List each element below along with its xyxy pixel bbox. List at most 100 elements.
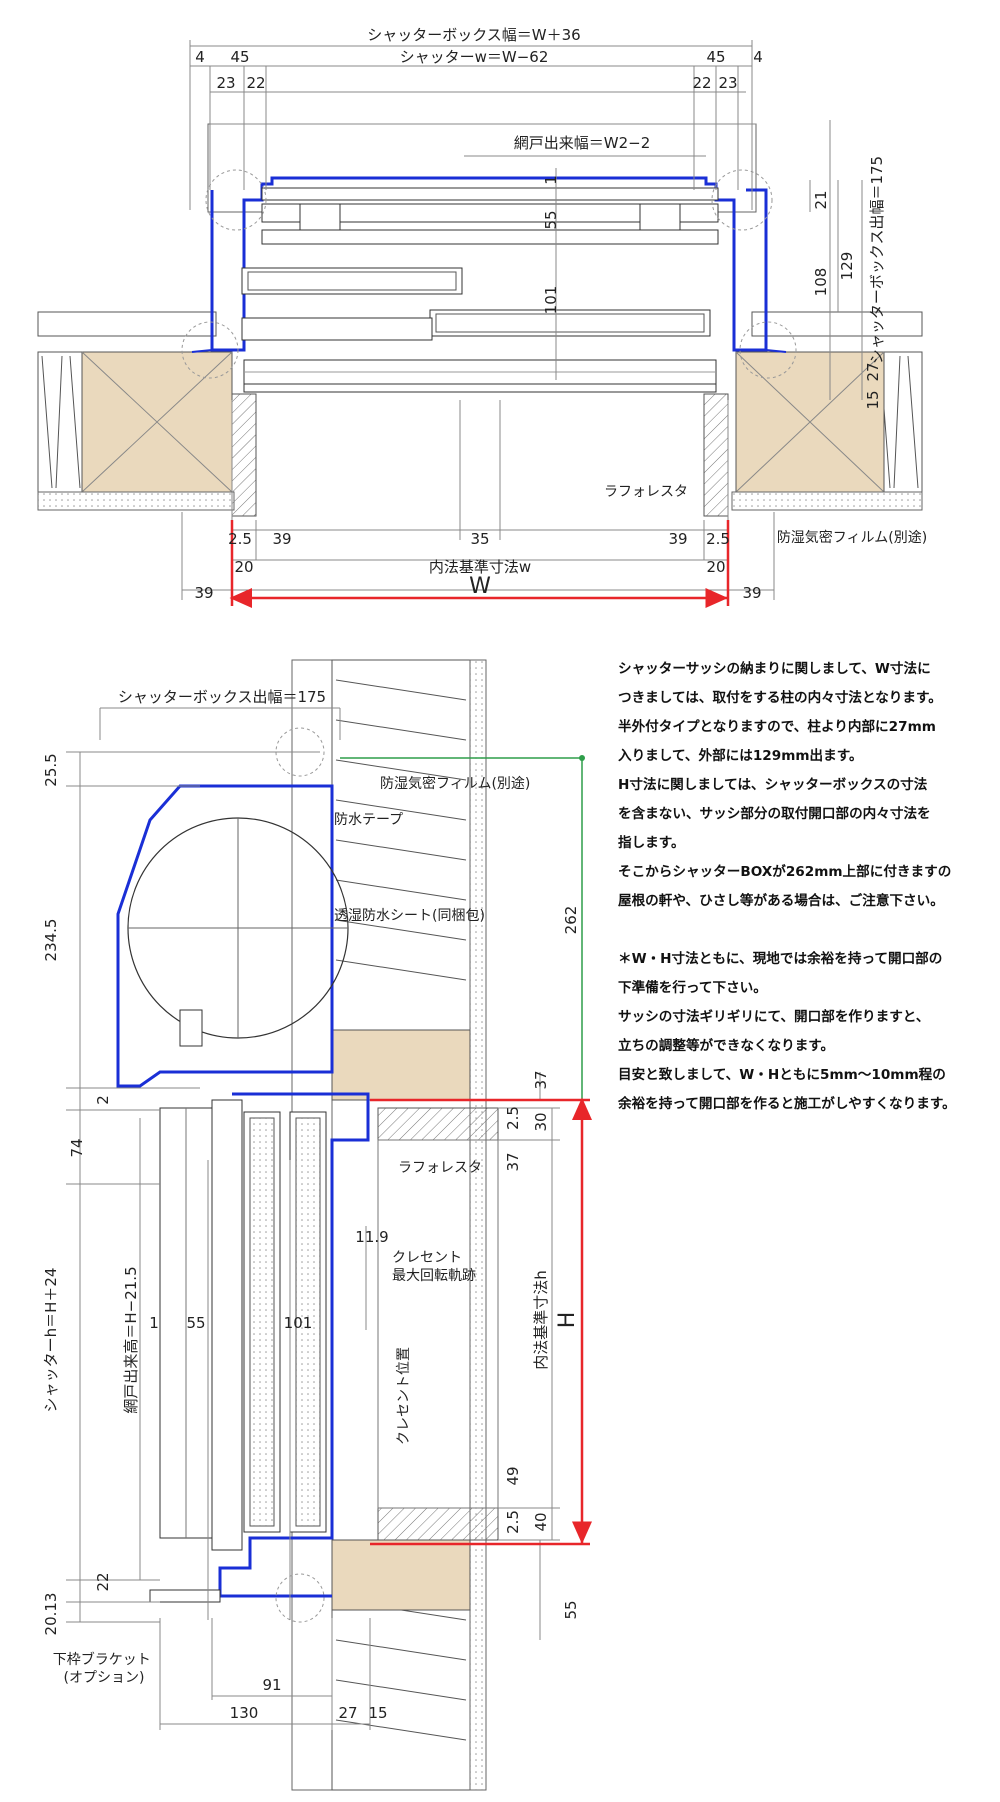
section-dim-262: 262 bbox=[562, 906, 580, 935]
section-tape-label: 防水テープ bbox=[334, 812, 403, 828]
section-dim-2-5-a: 2.5 bbox=[504, 1106, 522, 1130]
section-dim-22: 22 bbox=[94, 1572, 112, 1591]
section-header-wood bbox=[331, 1029, 471, 1101]
section-crescent-track-label: クレセント 最大回転軌跡 bbox=[392, 1250, 476, 1284]
note-line: 立ちの調整等ができなくなります。 bbox=[618, 1038, 835, 1054]
plan-dim-22-left: 22 bbox=[246, 74, 265, 92]
note-line: シャッターサッシの納まりに関しまして、W寸法に bbox=[618, 661, 931, 677]
plan-dim-101: 101 bbox=[542, 286, 560, 315]
section-dim-37-a: 37 bbox=[532, 1070, 550, 1089]
plan-dim-129: 129 bbox=[838, 252, 856, 281]
plan-dim-45-right: 45 bbox=[706, 48, 725, 66]
plan-dim-45-left: 45 bbox=[230, 48, 249, 66]
plan-dim-20-right: 20 bbox=[706, 558, 725, 576]
plan-wall-right-siding bbox=[751, 311, 923, 337]
section-dim-1: 1 bbox=[149, 1314, 159, 1332]
bracket-line-1: 下枠ブラケット bbox=[53, 1651, 151, 1668]
section-dim-130: 130 bbox=[230, 1704, 259, 1722]
note-line: 入りまして、外部には129mm出ます。 bbox=[618, 748, 863, 764]
plan-dim-55: 55 bbox=[542, 210, 560, 229]
note-line: サッシの寸法ギリギリにて、開口部を作りますと、 bbox=[618, 1009, 930, 1025]
plan-shutter-w-dim: シャッターw＝W−62 bbox=[400, 48, 549, 66]
plan-lafore-left bbox=[231, 393, 257, 517]
plan-dim-22-right: 22 bbox=[692, 74, 711, 92]
plan-box-width-dim: シャッターボックス幅＝W＋36 bbox=[367, 26, 580, 44]
note-line: H寸法に関しましては、シャッターボックスの寸法 bbox=[618, 777, 928, 793]
section-dim-2: 2 bbox=[94, 1095, 112, 1105]
plan-dim-20-left: 20 bbox=[234, 558, 253, 576]
plan-wall-left-siding bbox=[37, 311, 217, 337]
plan-dim-23-right: 23 bbox=[718, 74, 737, 92]
section-crescent-pos-label: クレセント位置 bbox=[396, 1347, 412, 1445]
section-insulation bbox=[331, 659, 471, 1031]
section-bracket-label: 下枠ブラケット (オプション) bbox=[53, 1651, 155, 1686]
plan-w-label: W bbox=[469, 574, 491, 599]
section-dim-20-13: 20.13 bbox=[42, 1593, 60, 1636]
section-box-depth-dim: シャッターボックス出幅＝175 bbox=[118, 688, 326, 706]
plan-dim-23-left: 23 bbox=[216, 74, 235, 92]
plan-view: シャッターボックス幅＝W＋36 シャッターw＝W−62 4 45 23 22 4… bbox=[37, 26, 927, 608]
plan-sash-frame bbox=[210, 176, 768, 352]
plan-dim-39-outer-left: 39 bbox=[194, 584, 213, 602]
section-dim-101: 101 bbox=[284, 1314, 313, 1332]
plan-dim-35: 35 bbox=[470, 530, 489, 548]
plan-inner-w-dim: 内法基準寸法w bbox=[429, 558, 531, 576]
plan-dim-15: 15 bbox=[864, 390, 882, 409]
crescent-track-line-2: 最大回転軌跡 bbox=[392, 1268, 476, 1284]
plan-dim-4-right: 4 bbox=[753, 48, 763, 66]
section-dim-27: 27 bbox=[338, 1704, 357, 1722]
section-dim-234-5: 234.5 bbox=[42, 919, 60, 962]
note-line: 余裕を持って開口部を作ると施工がしやすくなります。 bbox=[618, 1096, 956, 1112]
section-dim-25-5: 25.5 bbox=[42, 753, 60, 786]
plan-dim-27: 27 bbox=[864, 362, 882, 381]
section-dim-91: 91 bbox=[262, 1676, 281, 1694]
plan-dim-39-right: 39 bbox=[668, 530, 687, 548]
installation-notes: シャッターサッシの納まりに関しまして、W寸法に つきましては、取付をする柱の内々… bbox=[618, 655, 990, 1119]
section-dim-40: 40 bbox=[532, 1512, 550, 1531]
note-gap bbox=[618, 916, 990, 945]
plan-dim-2-5-left: 2.5 bbox=[228, 530, 252, 548]
section-dim-49: 49 bbox=[504, 1466, 522, 1485]
section-dim-55: 55 bbox=[186, 1314, 205, 1332]
plan-screen-width-dim: 網戸出来幅＝W2−2 bbox=[514, 134, 651, 152]
plan-dim-2-5-right: 2.5 bbox=[706, 530, 730, 548]
section-shutter-h-dim: シャッターh＝H＋24 bbox=[42, 1268, 60, 1413]
note-line: ＊W・H寸法ともに、現地では余裕を持って開口部の bbox=[618, 951, 943, 967]
section-lafore-label: ラフォレスタ bbox=[398, 1160, 482, 1176]
section-dim-55-b: 55 bbox=[562, 1600, 580, 1619]
note-line: 屋根の軒や、ひさし等がある場合は、ご注意下さい。 bbox=[618, 893, 944, 909]
plan-box-depth-dim: シャッターボックス出幅＝175 bbox=[868, 156, 886, 364]
note-line: 目安と致しまして、W・Hともに5mm〜10mm程の bbox=[618, 1067, 946, 1083]
section-sash-frame bbox=[218, 1092, 370, 1598]
plan-dim-1: 1 bbox=[542, 175, 560, 185]
section-sill-wood bbox=[331, 1539, 471, 1611]
section-inner-h-dim: 内法基準寸法h bbox=[532, 1270, 550, 1370]
plan-lafore-right bbox=[703, 393, 729, 517]
section-view: シャッターボックス出幅＝175 25.5 234.5 2 74 シャッターh＝H… bbox=[42, 659, 592, 1791]
note-line: 指します。 bbox=[618, 835, 685, 851]
section-dim-2-5-b: 2.5 bbox=[504, 1510, 522, 1534]
section-shutter-box bbox=[116, 784, 334, 1088]
plan-dim-39-outer-right: 39 bbox=[742, 584, 761, 602]
note-line: 半外付タイプとなりますので、柱より内部に27mm bbox=[618, 719, 936, 735]
section-sheet-label: 透湿防水シート(同梱包) bbox=[334, 908, 485, 924]
plan-dim-4-left: 4 bbox=[195, 48, 205, 66]
note-line: 下準備を行って下さい。 bbox=[618, 980, 767, 996]
section-h-label: H bbox=[555, 1312, 580, 1329]
section-dim-30: 30 bbox=[532, 1112, 550, 1131]
section-dim-11-9: 11.9 bbox=[355, 1228, 388, 1246]
plan-lafore-label: ラフォレスタ bbox=[604, 484, 688, 500]
section-dim-74: 74 bbox=[68, 1138, 86, 1157]
crescent-track-line-1: クレセント bbox=[392, 1250, 462, 1266]
section-dim-37-b: 37 bbox=[504, 1152, 522, 1171]
note-line: を含まない、サッシ部分の取付開口部の内々寸法を bbox=[618, 806, 931, 822]
note-line: そこからシャッターBOXが262mm上部に付きますの bbox=[618, 864, 952, 880]
section-film-label: 防湿気密フィルム(別途) bbox=[380, 775, 530, 792]
plan-dim-108: 108 bbox=[812, 268, 830, 297]
plan-dim-39-left: 39 bbox=[272, 530, 291, 548]
section-screen-h-dim: 網戸出来高＝H−21.5 bbox=[122, 1266, 140, 1413]
plan-dim-21: 21 bbox=[812, 190, 830, 209]
section-dim-15: 15 bbox=[368, 1704, 387, 1722]
note-line: つきましては、取付をする柱の内々寸法となります。 bbox=[618, 690, 942, 706]
